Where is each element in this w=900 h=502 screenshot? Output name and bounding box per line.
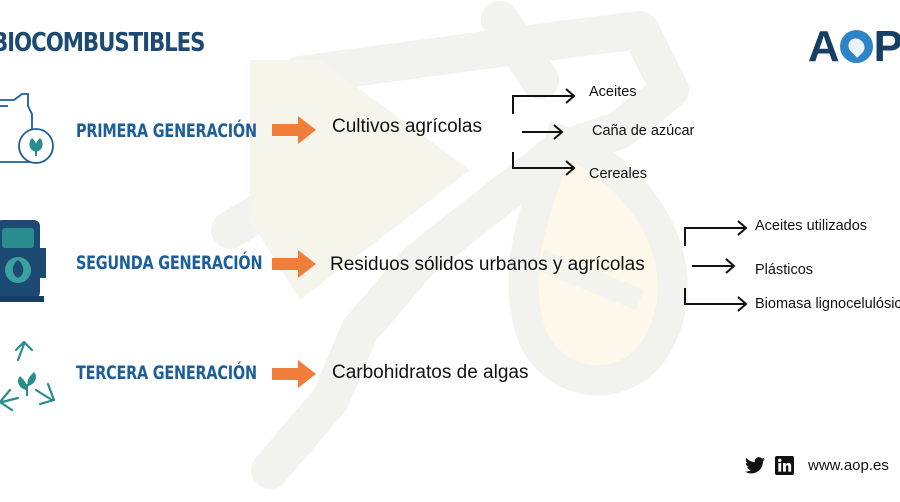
first-item-cana: Caña de azúcar [592,123,694,139]
second-item-aceites-utilizados: Aceites utilizados [755,218,867,234]
first-item-cereales: Cereales [589,166,647,182]
arrow-right-icon [272,248,318,280]
fuel-station-leaf-icon [0,218,50,304]
logo-letter-a: A [808,22,839,71]
second-item-plasticos: Plásticos [755,262,813,278]
third-generation-label: TERCERA GENERACIÓN [76,362,257,384]
page-title: BIOCOMBUSTIBLES [0,28,204,58]
third-generation-source: Carbohidratos de algas [332,362,528,384]
jerrycan-leaf-icon [0,92,62,174]
arrow-right-icon [272,358,318,390]
twitter-icon[interactable] [745,457,765,474]
second-generation-source: Residuos sólidos urbanos y agrícolas [330,254,645,276]
first-generation-source: Cultivos agrícolas [332,116,482,138]
branch-arrows [508,84,588,180]
second-generation-label: SEGUNDA GENERACIÓN [76,252,262,274]
arrow-right-icon [272,114,318,146]
logo-drop-icon [840,30,873,63]
first-generation-label: PRIMERA GENERACIÓN [76,120,257,142]
logo-letter-p: P [874,22,900,71]
branch-arrows [680,216,756,316]
first-item-aceites: Aceites [589,84,637,100]
second-item-biomasa: Biomasa lignocelulósica [755,296,900,312]
linkedin-icon[interactable] [775,456,794,475]
footer: www.aop.es [745,456,889,475]
recycle-plant-icon [0,340,58,418]
website-link[interactable]: www.aop.es [808,457,889,474]
